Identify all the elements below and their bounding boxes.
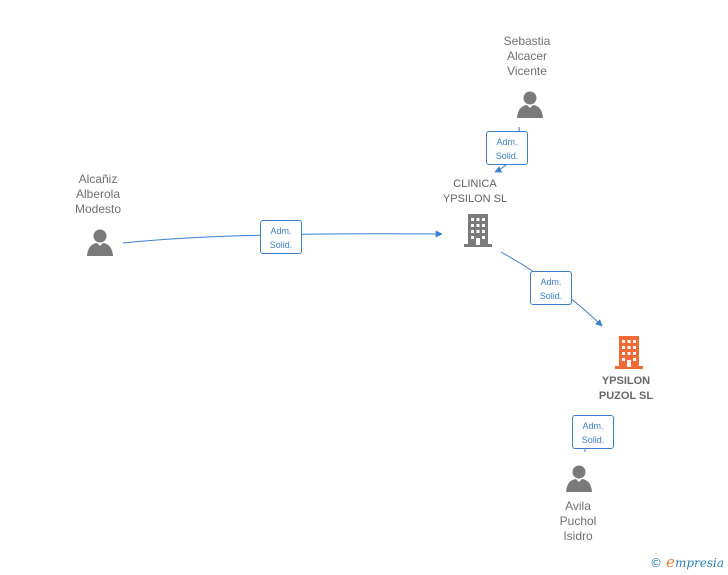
edge-badge-alcaniz-clinica: Adm. Solid.: [260, 220, 302, 254]
brand-initial: e: [666, 553, 675, 571]
edge-badge-avila-ypsilon: Adm. Solid.: [572, 415, 614, 449]
building-icon[interactable]: [462, 212, 494, 248]
node-label-ypsilon[interactable]: YPSILON PUZOL SL: [598, 375, 654, 402]
copyright-icon: ©: [650, 556, 663, 570]
edge-alcaniz-clinica: [122, 230, 443, 244]
edge-role-type: Solid.: [269, 240, 293, 250]
brand-name: mpresia: [674, 556, 724, 570]
edge-badge-sebastia-clinica: Adm. Solid.: [486, 131, 528, 165]
edge-role-type: Solid.: [495, 151, 519, 161]
node-label-alcaniz[interactable]: Alcañiz Alberola Modesto: [74, 172, 122, 216]
edge-role: Adm.: [582, 421, 604, 431]
person-icon[interactable]: [564, 463, 594, 493]
edge-role: Adm.: [540, 277, 562, 287]
edge-role: Adm.: [270, 226, 292, 236]
edge-badge-clinica-ypsilon: Adm. Solid.: [530, 271, 572, 305]
building-icon[interactable]: [613, 334, 645, 370]
person-icon[interactable]: [515, 89, 545, 119]
brand-logo: ©empresia: [650, 553, 724, 571]
edge-role-type: Solid.: [539, 291, 563, 301]
person-icon[interactable]: [85, 227, 115, 257]
edge-role-type: Solid.: [581, 435, 605, 445]
edge-role: Adm.: [496, 137, 518, 147]
node-label-clinica[interactable]: CLINICA YPSILON SL: [442, 178, 508, 205]
node-label-avila[interactable]: Avila Puchol Isidro: [559, 499, 597, 543]
node-label-sebastia[interactable]: Sebastia Alcacer Vicente: [503, 34, 551, 78]
